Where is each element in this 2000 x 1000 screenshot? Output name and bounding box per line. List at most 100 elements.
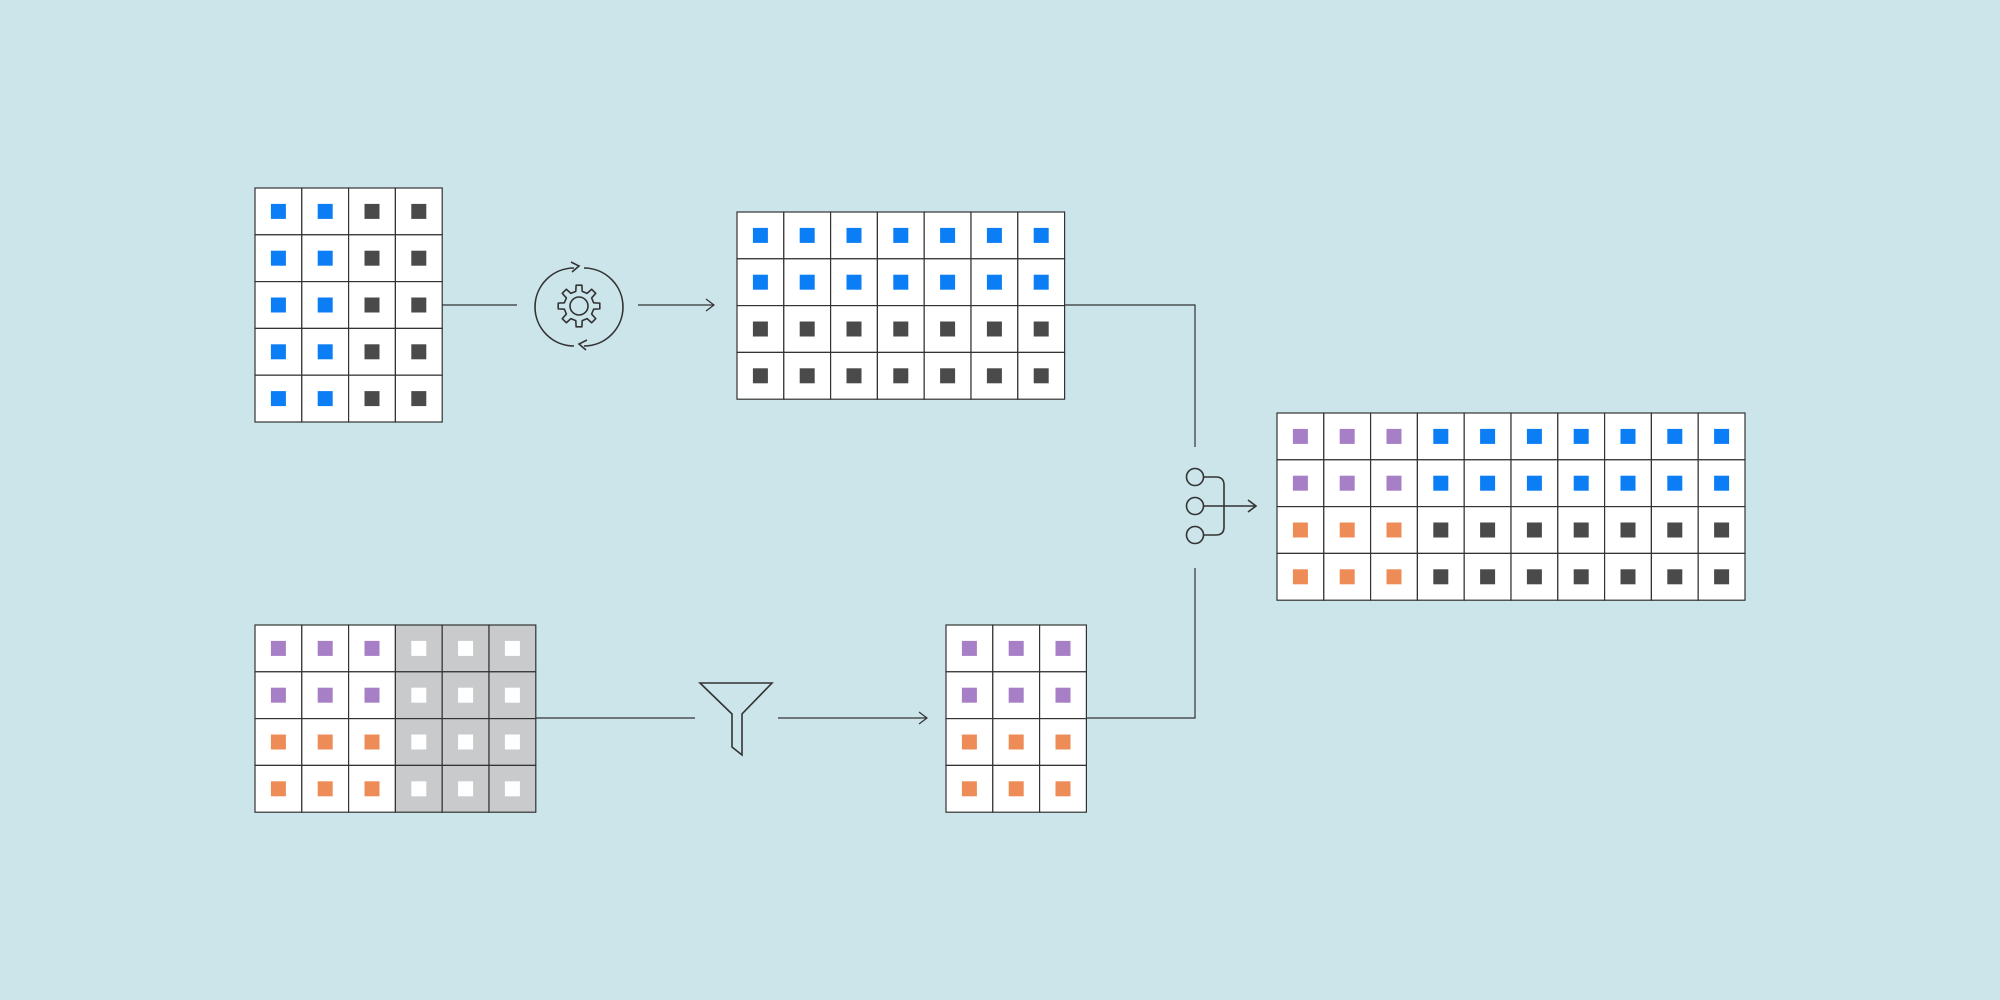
cell-marker-dark — [1620, 569, 1636, 585]
cell-marker-dark — [411, 391, 427, 407]
cell-marker-orange — [1386, 569, 1402, 585]
cell-marker-dark — [1620, 522, 1636, 538]
cell-marker-dark — [799, 368, 815, 384]
cell-marker-blue — [846, 227, 862, 243]
cell-marker-dark — [1480, 569, 1496, 585]
cell-marker-dark — [893, 368, 909, 384]
cell-marker-dark — [411, 203, 427, 219]
gear-icon — [557, 284, 601, 328]
arrowhead-filter — [918, 711, 928, 725]
cell-marker-blue — [317, 344, 333, 360]
cell-marker-blue — [799, 227, 815, 243]
cell-marker-orange — [1292, 522, 1308, 538]
cell-marker-orange — [961, 781, 977, 797]
cell-marker-blue — [270, 203, 286, 219]
cell-marker-orange — [961, 734, 977, 750]
cell-marker-purple — [317, 640, 333, 656]
cell-marker-purple — [270, 687, 286, 703]
cell-marker-blue — [752, 274, 768, 290]
cell-marker-white — [504, 734, 520, 750]
cell-marker-dark — [1033, 368, 1049, 384]
cell-marker-blue — [799, 274, 815, 290]
cell-marker-dark — [1573, 569, 1589, 585]
cell-marker-orange — [317, 734, 333, 750]
cell-marker-purple — [1386, 428, 1402, 444]
cell-marker-dark — [986, 321, 1002, 337]
cell-marker-blue — [1620, 428, 1636, 444]
cell-marker-blue — [1573, 428, 1589, 444]
cell-marker-blue — [893, 274, 909, 290]
cell-marker-blue — [1667, 428, 1683, 444]
cell-marker-white — [411, 640, 427, 656]
cell-marker-blue — [1480, 428, 1496, 444]
cell-marker-blue — [317, 391, 333, 407]
cell-marker-dark — [1433, 569, 1449, 585]
cell-marker-orange — [1339, 569, 1355, 585]
table-merged — [1276, 412, 1746, 601]
cell-marker-dark — [752, 321, 768, 337]
table-filtered-b — [945, 624, 1087, 813]
cell-marker-orange — [1339, 522, 1355, 538]
cell-marker-dark — [1033, 321, 1049, 337]
cell-marker-blue — [317, 250, 333, 266]
cell-marker-dark — [364, 297, 380, 313]
table-transformed-a — [736, 211, 1066, 400]
cell-marker-blue — [986, 274, 1002, 290]
funnel-icon — [698, 682, 774, 757]
gear-cycle-icon — [534, 261, 624, 351]
cell-marker-purple — [1386, 475, 1402, 491]
cell-marker-purple — [1008, 640, 1024, 656]
cell-marker-purple — [1055, 687, 1071, 703]
cell-marker-dark — [846, 368, 862, 384]
cell-marker-dark — [364, 203, 380, 219]
table-cell — [301, 234, 350, 283]
cell-marker-orange — [364, 734, 380, 750]
cell-marker-blue — [270, 391, 286, 407]
cell-marker-orange — [1055, 734, 1071, 750]
cell-marker-orange — [270, 781, 286, 797]
table-cell — [970, 351, 1019, 400]
cell-marker-purple — [364, 687, 380, 703]
cell-marker-dark — [1714, 569, 1730, 585]
cell-marker-purple — [1339, 475, 1355, 491]
cell-marker-dark — [411, 250, 427, 266]
cell-marker-purple — [961, 640, 977, 656]
cell-marker-dark — [752, 368, 768, 384]
cell-marker-dark — [846, 321, 862, 337]
cell-marker-blue — [752, 227, 768, 243]
cell-marker-blue — [1526, 428, 1542, 444]
cell-marker-dark — [364, 391, 380, 407]
cell-marker-dark — [1667, 522, 1683, 538]
cell-marker-purple — [317, 687, 333, 703]
cell-marker-blue — [1480, 475, 1496, 491]
cell-marker-dark — [1480, 522, 1496, 538]
cell-marker-dark — [1526, 569, 1542, 585]
cell-marker-blue — [270, 297, 286, 313]
cell-marker-dark — [411, 344, 427, 360]
cell-marker-dark — [1433, 522, 1449, 538]
cell-marker-dark — [986, 368, 1002, 384]
merge-icon — [1185, 467, 1258, 545]
table-cell — [829, 211, 878, 260]
cell-marker-white — [411, 781, 427, 797]
cell-marker-white — [458, 734, 474, 750]
arrowhead-transform — [705, 298, 715, 312]
cell-marker-white — [458, 687, 474, 703]
table-source-a — [254, 187, 443, 423]
cell-marker-purple — [1055, 640, 1071, 656]
cell-marker-dark — [1573, 522, 1589, 538]
cell-marker-orange — [1386, 522, 1402, 538]
cell-marker-blue — [1667, 475, 1683, 491]
cell-marker-purple — [1008, 687, 1024, 703]
cell-marker-purple — [270, 640, 286, 656]
cell-marker-orange — [270, 734, 286, 750]
cell-marker-white — [504, 781, 520, 797]
cell-marker-blue — [317, 297, 333, 313]
cell-marker-dark — [1714, 522, 1730, 538]
cell-marker-dark — [1667, 569, 1683, 585]
cell-marker-orange — [1008, 734, 1024, 750]
cell-marker-orange — [364, 781, 380, 797]
table-cell — [348, 234, 397, 283]
cell-marker-orange — [1055, 781, 1071, 797]
